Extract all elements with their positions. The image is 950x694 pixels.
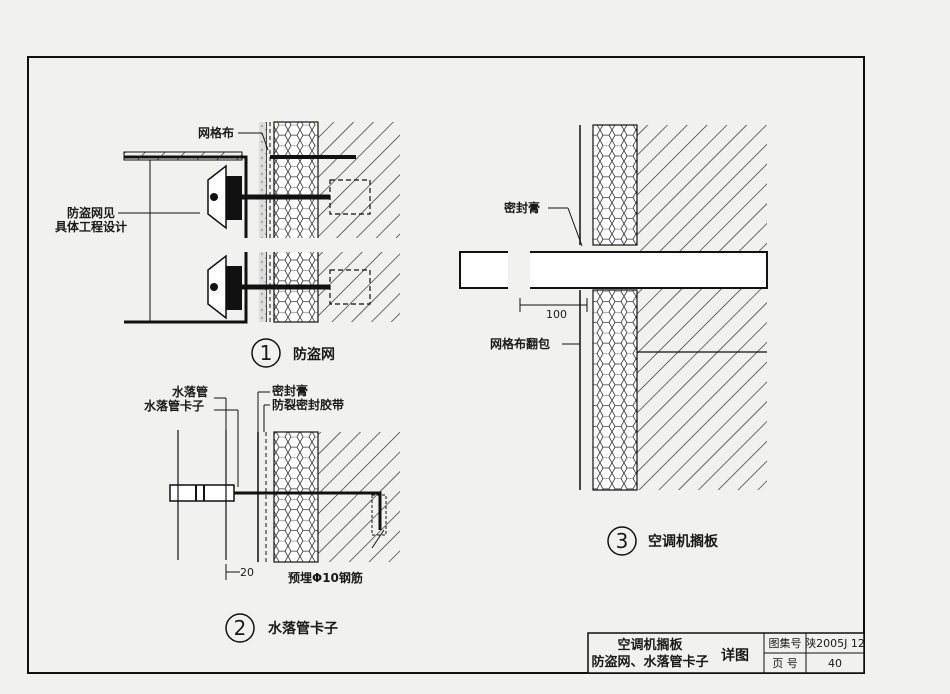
detail2-tape-label: 防裂密封胶带 [272, 397, 344, 412]
detail2-downpipe-label: 水落管 [172, 384, 208, 399]
detail2-clamp [169, 484, 235, 502]
detail2-concrete-wall [318, 432, 400, 562]
detail2-number-circle [225, 613, 255, 643]
detail2-rebar [234, 491, 382, 530]
title-block-page-value: 40 [828, 657, 842, 670]
detail3-mesh-wrap-label: 网格布翻包 [490, 336, 550, 351]
detail3-sealant-label: 密封膏 [504, 200, 540, 215]
detail2-rebar-label: 预埋Φ10钢筋 [288, 570, 363, 585]
sheet-frame [27, 56, 865, 674]
detail2-sealant-label: 密封膏 [272, 383, 308, 398]
detail1-anchor-lower [207, 254, 371, 320]
detail-1-antitheft-grille: 网格布 防盗网见 具体工程设计 1 防盗网 [55, 121, 400, 368]
detail3-title: 空调机搁板 [648, 533, 719, 550]
detail2-number: 2 [234, 616, 247, 640]
detail1-insulation [273, 121, 319, 323]
title-block-title-line2: 防盗网、水落管卡子 [591, 654, 708, 670]
title-block-drawing-type: 详图 [721, 647, 749, 664]
detail3-insulation-upper [592, 124, 638, 246]
title-block: 空调机搁板 防盗网、水落管卡子 详图 图集号 陕2005J 12 页 号 40 [587, 632, 865, 674]
detail3-number: 3 [616, 529, 629, 553]
detail1-anchor-upper [207, 164, 371, 230]
detail1-note-line1: 防盗网见 [67, 205, 115, 220]
detail2-clamp-label: 水落管卡子 [144, 398, 204, 413]
title-block-atlas-label: 图集号 [769, 636, 802, 650]
detail2-insulation [273, 431, 319, 563]
detail1-plaster-layer [259, 122, 266, 322]
detail1-number: 1 [260, 341, 273, 365]
title-block-title-line1: 空调机搁板 [617, 637, 683, 653]
detail1-title: 防盗网 [293, 346, 335, 363]
detail3-insulation-lower [592, 289, 638, 491]
detail1-number-circle [251, 338, 281, 368]
detail3-dimension-100: 100 [546, 308, 567, 321]
title-block-page-label: 页 号 [772, 657, 798, 670]
detail1-mesh-label: 网格布 [198, 125, 234, 140]
detail-2-downpipe-clamp: 水落管 水落管卡子 密封膏 防裂密封胶带 20 预埋Φ10钢筋 2 水落管卡子 [144, 383, 400, 643]
detail3-shelf-slab [459, 251, 768, 289]
detail2-title: 水落管卡子 [268, 620, 338, 637]
detail1-concrete-wall [318, 122, 400, 322]
detail-3-ac-shelf: 密封膏 100 网格布翻包 3 空调机搁板 [459, 124, 768, 556]
detail2-gap-dimension: 20 [240, 566, 254, 579]
detail1-note-line2: 具体工程设计 [55, 219, 127, 234]
detail3-number-circle [607, 526, 637, 556]
detail3-concrete-wall [637, 125, 767, 490]
title-block-atlas-value: 陕2005J 12 [805, 636, 865, 650]
